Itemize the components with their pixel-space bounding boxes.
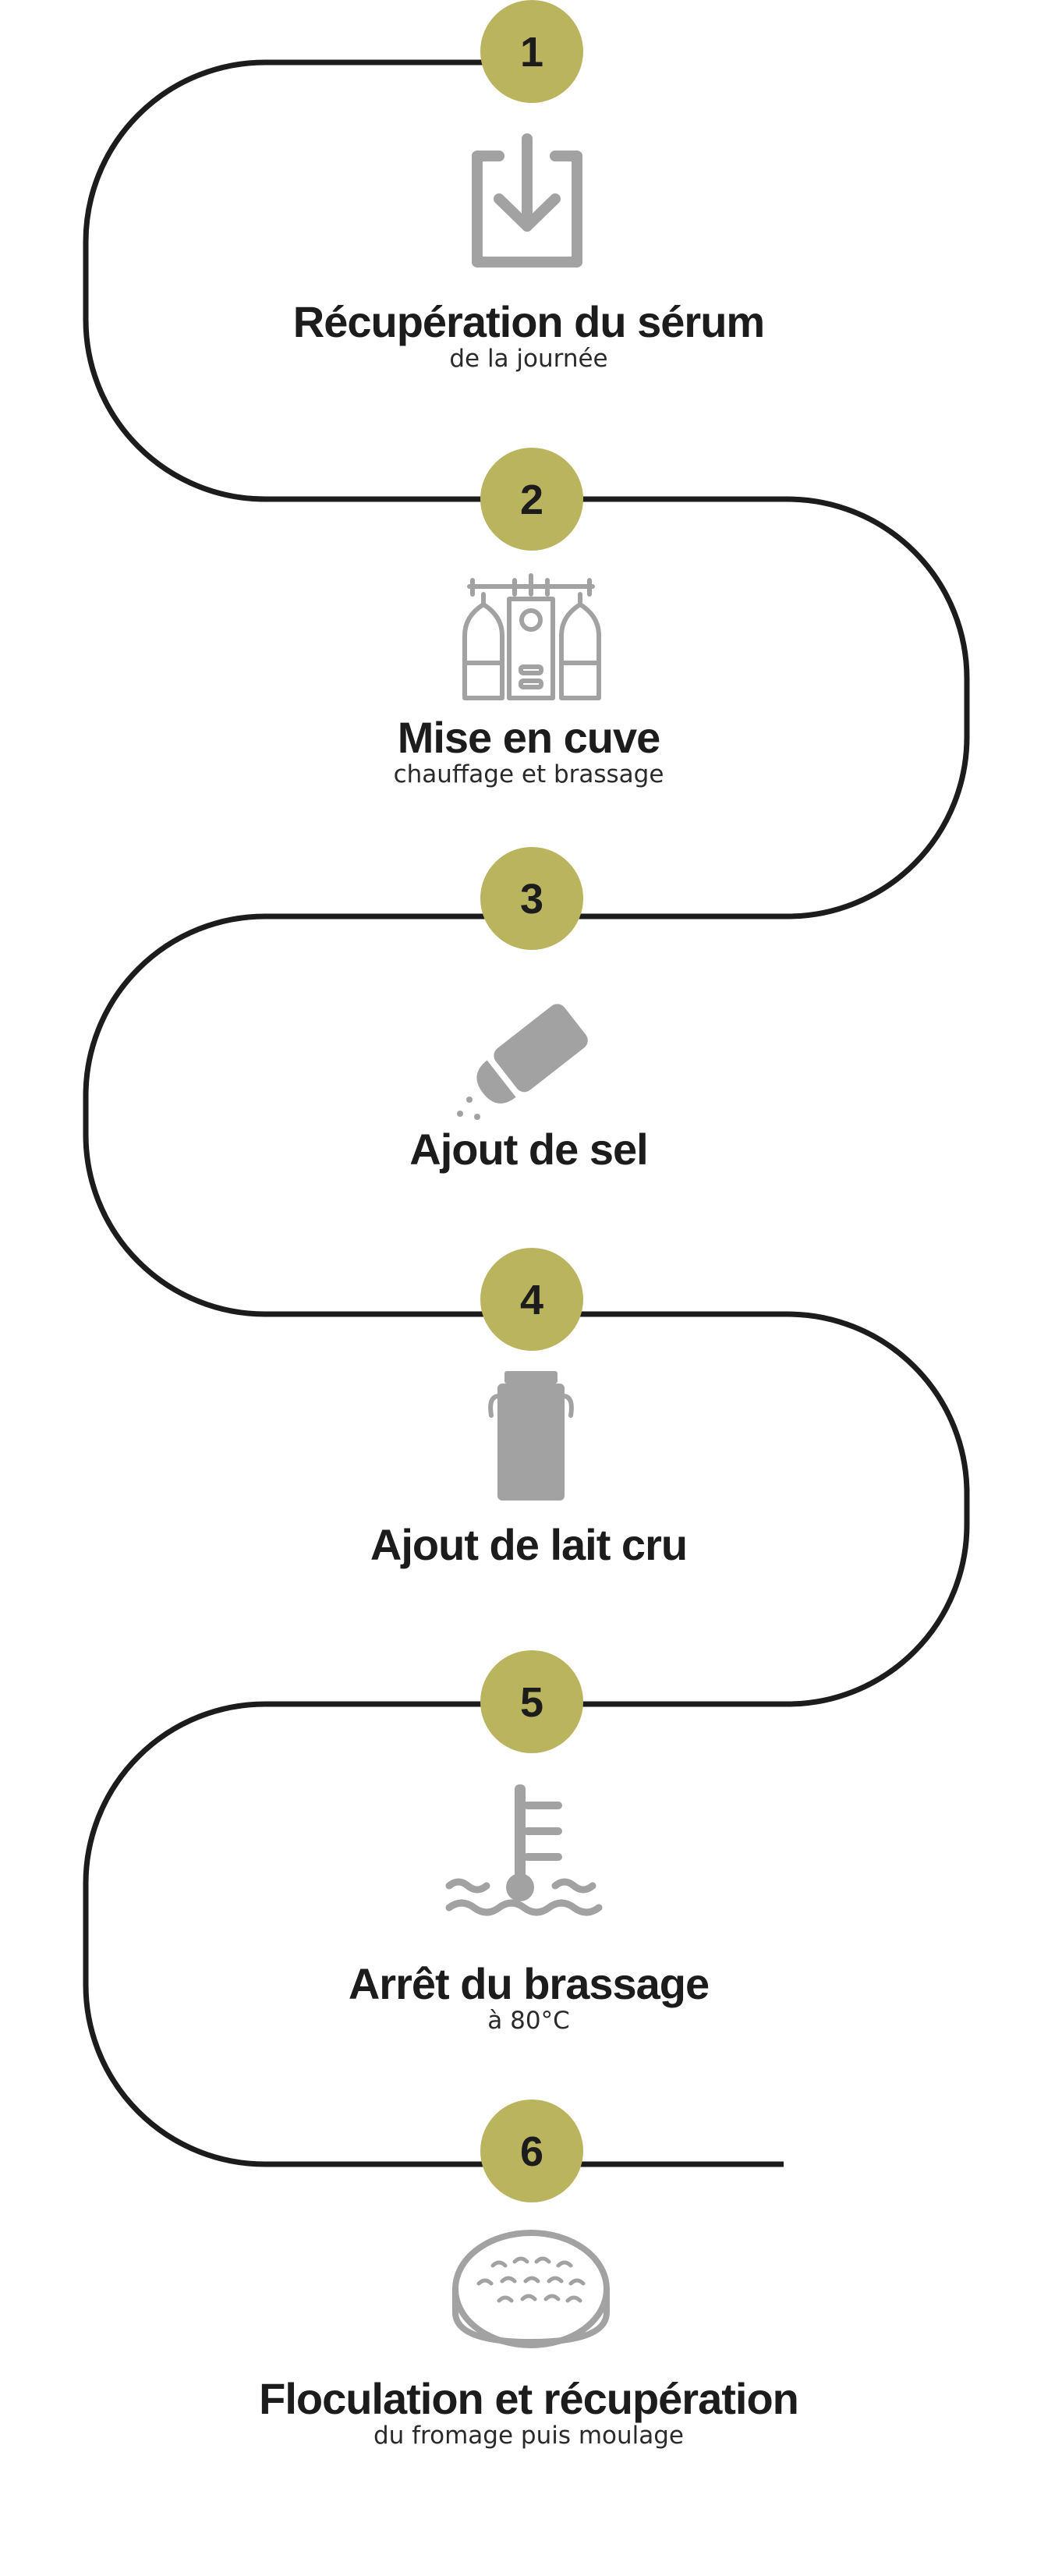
step-subtitle: chauffage et brassage bbox=[394, 760, 664, 788]
step-5: 5 Arrêt du brassage à 80°C bbox=[349, 1650, 710, 2035]
step-subtitle: de la journée bbox=[449, 345, 607, 373]
step-badge bbox=[480, 2099, 583, 2202]
step-badge bbox=[480, 847, 583, 950]
step-title: Arrêt du brassage bbox=[349, 1959, 709, 2008]
step-subtitle: à 80°C bbox=[487, 2007, 569, 2035]
step-title: Floculation et récupération bbox=[259, 2374, 798, 2423]
step-subtitle: du fromage puis moulage bbox=[373, 2422, 684, 2450]
step-number: 2 bbox=[520, 477, 543, 523]
step-badge bbox=[480, 1650, 583, 1753]
step-4: 4 Ajout de lait cru bbox=[370, 1248, 688, 1569]
step-title: Ajout de sel bbox=[409, 1125, 647, 1174]
step-title: Ajout de lait cru bbox=[370, 1520, 687, 1569]
step-number: 1 bbox=[520, 29, 543, 76]
heating-vat-icon bbox=[462, 573, 601, 700]
salt-shaker-icon bbox=[457, 1004, 588, 1120]
step-6: 6 Floculation et récupération du fromage… bbox=[259, 2099, 799, 2450]
download-tray-icon bbox=[472, 133, 582, 268]
step-2: 2 Mise en cuve chauff bbox=[394, 448, 664, 788]
step-number: 5 bbox=[520, 1679, 543, 1726]
milk-can-icon bbox=[488, 1371, 574, 1501]
step-1: 1 Récupération du sérum de la journée bbox=[293, 0, 765, 373]
cheese-round-icon bbox=[452, 2230, 610, 2348]
step-number: 3 bbox=[520, 876, 543, 923]
step-title: Récupération du sérum bbox=[293, 297, 764, 346]
thermometer-liquid-icon bbox=[445, 1784, 603, 1916]
step-badge bbox=[480, 1248, 583, 1351]
step-number: 6 bbox=[520, 2128, 543, 2175]
step-number: 4 bbox=[520, 1277, 543, 1323]
serpentine-path bbox=[83, 59, 970, 2167]
step-badge bbox=[480, 0, 583, 103]
step-badge bbox=[480, 448, 583, 551]
step-title: Mise en cuve bbox=[398, 713, 660, 762]
step-3: 3 Ajout de sel bbox=[409, 847, 649, 1174]
